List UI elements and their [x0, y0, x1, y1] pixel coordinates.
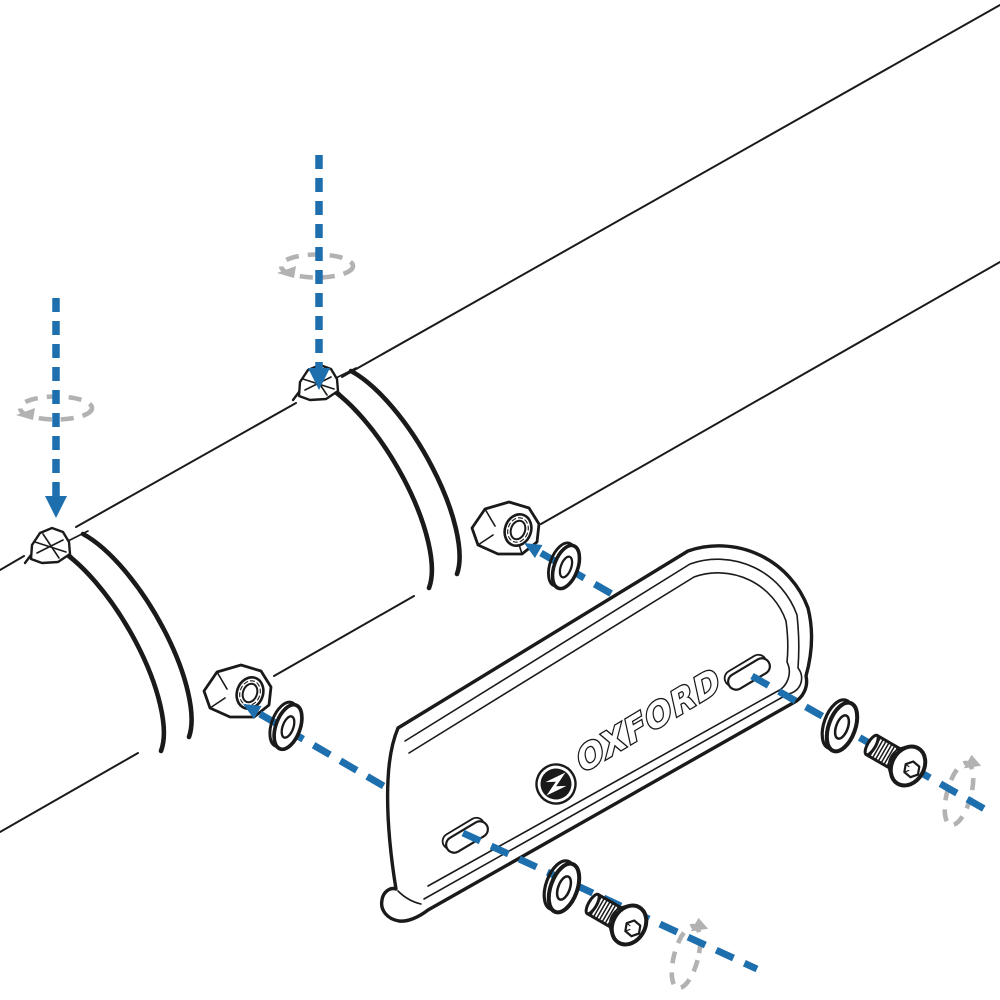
tube [0, 4, 1000, 833]
down-arrow-dashed-icon [308, 155, 330, 390]
washer [262, 696, 310, 755]
rotate-bolt-ellipse-icon [666, 914, 710, 991]
rotate-ccw-ellipse-icon [277, 255, 353, 279]
tube-bottom-edge [0, 261, 1000, 833]
clamp-upper [293, 365, 539, 588]
clamp-lower [25, 528, 271, 751]
bracket-outline [379, 544, 814, 923]
washer [538, 857, 586, 917]
oxford-logo [535, 763, 577, 805]
tube-top-edge [0, 4, 1000, 571]
washer [816, 696, 864, 756]
bracket-slot [723, 653, 771, 691]
mounting-bracket: OXFORD [379, 544, 814, 923]
washer [541, 537, 587, 595]
button-head-bolt [855, 723, 935, 794]
down-arrow-dashed-icon [45, 298, 67, 518]
